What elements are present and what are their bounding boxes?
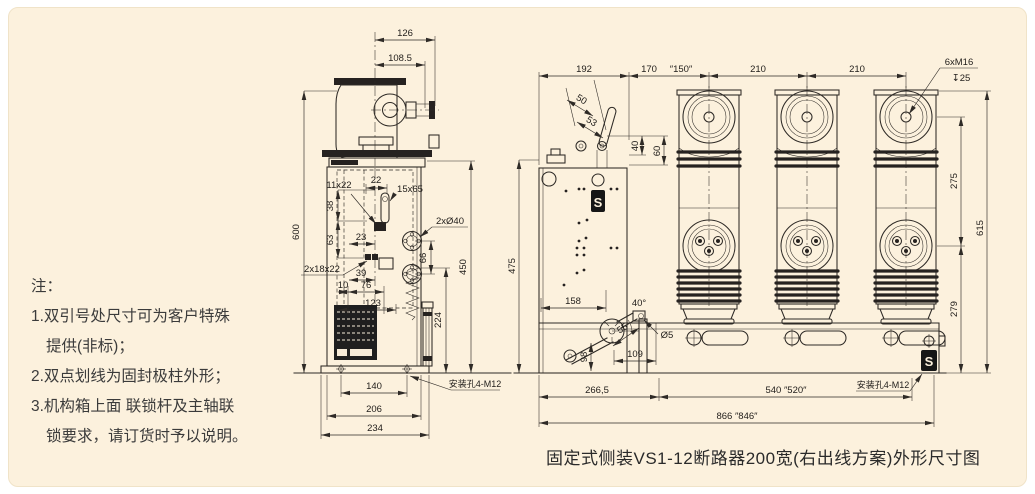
dim-38: 38 bbox=[325, 201, 336, 212]
dim-150-quoted: ″150″ bbox=[670, 64, 693, 75]
dim-60: 60 bbox=[652, 146, 663, 157]
front-linkage bbox=[563, 310, 648, 374]
dim-39: 39 bbox=[356, 268, 367, 279]
dim-275: 275 bbox=[949, 173, 960, 189]
drawing-sheet: 注： 1.双引号处尺寸可为客户特殊 提供(非标)； 2.双点划线为固封极柱外形；… bbox=[8, 7, 1027, 487]
dim-depth-25: ↧25 bbox=[952, 73, 971, 84]
dim-15x65: 15x65 bbox=[397, 184, 423, 195]
base-channel: S bbox=[513, 322, 947, 374]
dim-224: 224 bbox=[433, 312, 444, 328]
box-hole-pattern bbox=[562, 187, 619, 287]
dim-192: 192 bbox=[576, 64, 592, 75]
side-dimensions bbox=[301, 36, 500, 439]
side-view-drawing: 126 108.5 600 450 224 66 22 11x22 15x65 … bbox=[291, 28, 512, 439]
dim-109: 109 bbox=[627, 349, 643, 360]
dim-66: 66 bbox=[418, 253, 429, 264]
front-dimension-labels: 192 170 ″150″ 210 210 6xM16 ↧25 50 53 40… bbox=[507, 57, 986, 422]
front-view-drawing: S bbox=[507, 57, 991, 427]
note-line-3: 3.机构箱上面 联锁杆及主轴联 bbox=[31, 398, 235, 415]
dim-40deg: 40° bbox=[632, 298, 647, 309]
brand-logo-letter-2: S bbox=[925, 354, 934, 369]
pole-3 bbox=[873, 86, 946, 347]
dim-98: 98 bbox=[579, 352, 590, 363]
dim-123: 123 bbox=[365, 298, 381, 309]
notes-block: 注： 1.双引号处尺寸可为客户特殊 提供(非标)； 2.双点划线为固封极柱外形；… bbox=[31, 272, 281, 452]
dim-450: 450 bbox=[458, 259, 469, 275]
dim-22: 22 bbox=[371, 175, 382, 186]
pole-1 bbox=[676, 86, 749, 347]
note-line-2: 2.双点划线为固封极柱外形； bbox=[31, 368, 230, 385]
note-line-3b: 锁要求，请订货时予以说明。 bbox=[46, 428, 248, 445]
dim-206: 206 bbox=[366, 404, 382, 415]
brand-logo-box-2: S bbox=[921, 350, 937, 371]
dim-23: 23 bbox=[356, 232, 367, 243]
dim-279: 279 bbox=[949, 301, 960, 317]
rating-nameplate bbox=[334, 305, 377, 360]
dim-266-5: 266,5 bbox=[585, 385, 609, 396]
dim-55: 55 bbox=[615, 321, 630, 336]
dim-6xm16: 6xM16 bbox=[945, 57, 974, 68]
pole-2 bbox=[774, 86, 847, 347]
front-mechanism-box: S bbox=[538, 106, 628, 374]
mounting-hole-label-2: 安装孔4-M12 bbox=[857, 379, 910, 390]
brand-logo-letter: S bbox=[594, 195, 603, 210]
dim-50: 50 bbox=[574, 92, 589, 107]
dim-126: 126 bbox=[397, 28, 413, 39]
drawing-caption: 固定式侧装VS1-12断路器200宽(右出线方案)外形尺寸图 bbox=[546, 449, 981, 468]
brand-logo-box: S bbox=[591, 190, 605, 212]
dim-210-b: 210 bbox=[849, 64, 865, 75]
dim-158: 158 bbox=[565, 296, 581, 307]
notes-title: 注： bbox=[31, 278, 63, 295]
dim-phi5: Ø5 bbox=[661, 330, 674, 341]
dim-210-a: 210 bbox=[750, 64, 766, 75]
dim-540-520: 540 ″520″ bbox=[765, 385, 807, 396]
dim-76: 76 bbox=[361, 280, 372, 291]
dim-2xd40: 2xØ40 bbox=[436, 216, 464, 227]
dim-63: 63 bbox=[325, 235, 336, 246]
dim-40: 40 bbox=[630, 141, 641, 152]
note-line-1: 1.双引号处尺寸可为客户特殊 bbox=[31, 308, 230, 325]
front-dimensions bbox=[516, 67, 991, 427]
dim-10: 10 bbox=[338, 280, 349, 291]
dim-475: 475 bbox=[507, 258, 518, 274]
dim-615: 615 bbox=[975, 220, 986, 236]
dim-170: 170 bbox=[641, 64, 657, 75]
dim-600: 600 bbox=[291, 224, 302, 240]
dim-108-5: 108.5 bbox=[388, 53, 412, 64]
side-mounting-holes bbox=[336, 364, 412, 374]
mounting-hole-label: 安装孔4-M12 bbox=[449, 378, 502, 389]
dim-234: 234 bbox=[367, 423, 383, 434]
side-pole-head bbox=[334, 32, 440, 166]
side-dimension-labels: 126 108.5 600 450 224 66 22 11x22 15x65 … bbox=[291, 28, 501, 434]
side-terminals bbox=[365, 192, 434, 367]
dim-866-846: 866 ″846″ bbox=[716, 411, 758, 422]
dim-11x22: 11x22 bbox=[326, 180, 351, 191]
dim-140: 140 bbox=[366, 381, 382, 392]
dim-2x18x22: 2x18x22 bbox=[304, 264, 340, 275]
note-line-1b: 提供(非标)； bbox=[46, 338, 134, 355]
dim-53: 53 bbox=[584, 114, 599, 129]
